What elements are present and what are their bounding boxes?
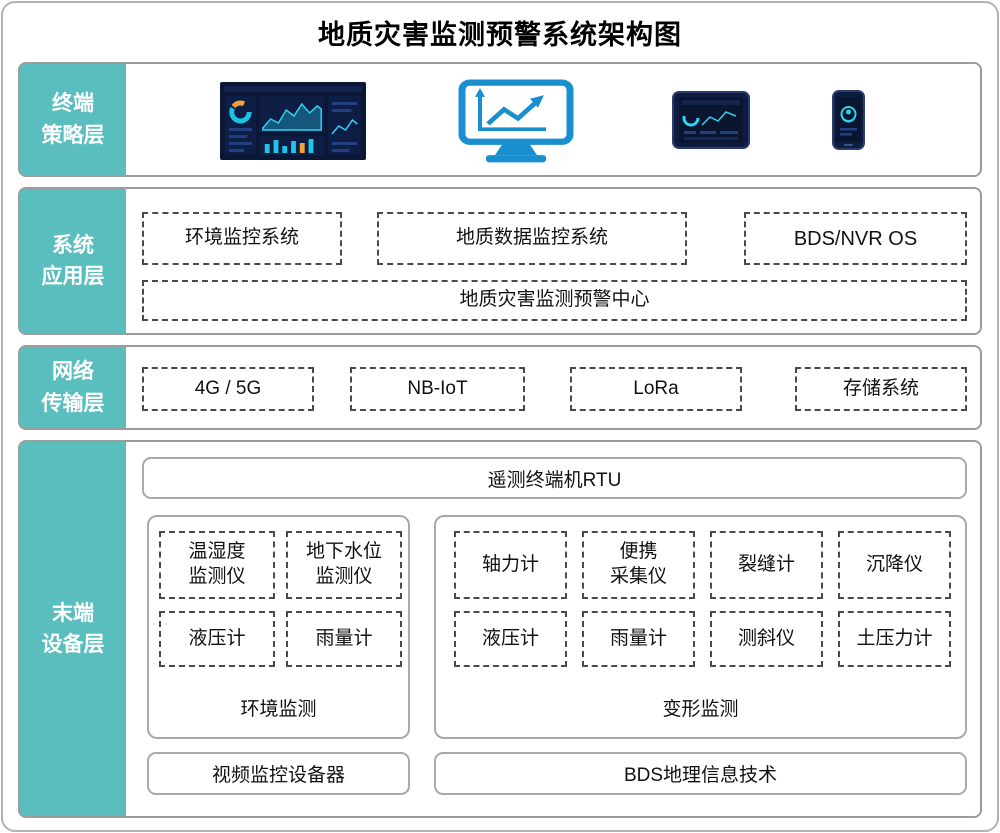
box-crack-gauge: 裂缝计 bbox=[710, 531, 823, 599]
box-geological-data-monitoring-system: 地质数据监控系统 bbox=[377, 212, 687, 265]
box-rtu: 遥测终端机RTU bbox=[142, 457, 967, 499]
box-settlement-gauge: 沉降仪 bbox=[838, 531, 951, 599]
box-hydraulic-gauge-env: 液压计 bbox=[159, 611, 275, 667]
box-portable-collector: 便携 采集仪 bbox=[582, 531, 695, 599]
box-warning-center: 地质灾害监测预警中心 bbox=[142, 280, 967, 321]
box-earth-pressure-gauge: 土压力计 bbox=[838, 611, 951, 667]
box-rain-gauge-env: 雨量计 bbox=[286, 611, 402, 667]
group-deformation-monitoring: 轴力计 便携 采集仪 裂缝计 沉降仪 液压计 雨量计 测斜仪 土压力计 变形监测 bbox=[434, 515, 967, 739]
layer-label-application: 系统 应用层 bbox=[20, 189, 126, 333]
layer-label-devices: 末端 设备层 bbox=[20, 442, 126, 816]
box-inclinometer: 测斜仪 bbox=[710, 611, 823, 667]
box-bds-gis-technology: BDS地理信息技术 bbox=[434, 752, 967, 795]
monitor-chart-icon bbox=[458, 79, 574, 165]
group-environment-monitoring: 温湿度 监测仪 地下水位 监测仪 液压计 雨量计 环境监测 bbox=[147, 515, 410, 739]
box-axial-force-gauge: 轴力计 bbox=[454, 531, 567, 599]
diagram-title: 地质灾害监测预警系统架构图 bbox=[318, 20, 682, 50]
group-title-environment: 环境监测 bbox=[240, 699, 317, 720]
box-environment-monitoring-system: 环境监控系统 bbox=[142, 212, 342, 265]
box-storage-system: 存储系统 bbox=[795, 367, 967, 411]
layer-label-network: 网络 传输层 bbox=[20, 347, 126, 428]
box-bds-nvr-os: BDS/NVR OS bbox=[744, 212, 967, 265]
layer-label-terminal: 终端 策略层 bbox=[20, 64, 126, 175]
box-video-surveillance-device: 视频监控设备器 bbox=[147, 752, 410, 795]
box-nb-iot: NB-IoT bbox=[350, 367, 525, 411]
dashboard-screenshot-image bbox=[220, 82, 366, 160]
box-4g-5g: 4G / 5G bbox=[142, 367, 314, 411]
box-hydraulic-gauge-deform: 液压计 bbox=[454, 611, 567, 667]
box-temp-humidity-monitor: 温湿度 监测仪 bbox=[159, 531, 275, 599]
box-rain-gauge-deform: 雨量计 bbox=[582, 611, 695, 667]
layer-terminal-strategy: 终端 策略层 bbox=[18, 62, 982, 177]
box-lora: LoRa bbox=[570, 367, 742, 411]
group-title-deformation: 变形监测 bbox=[662, 699, 739, 720]
layer-system-application: 系统 应用层 环境监控系统 地质数据监控系统 BDS/NVR OS 地质灾害监测… bbox=[18, 187, 982, 335]
layer-network-transmission: 网络 传输层 4G / 5G NB-IoT LoRa 存储系统 bbox=[18, 345, 982, 430]
box-groundwater-level-monitor: 地下水位 监测仪 bbox=[286, 531, 402, 599]
tablet-dashboard-image bbox=[672, 91, 750, 149]
smartphone-app-image bbox=[832, 90, 865, 150]
layer-end-devices: 末端 设备层 遥测终端机RTU 温湿度 监测仪 地下水位 监测仪 液压计 雨量计… bbox=[18, 440, 982, 818]
